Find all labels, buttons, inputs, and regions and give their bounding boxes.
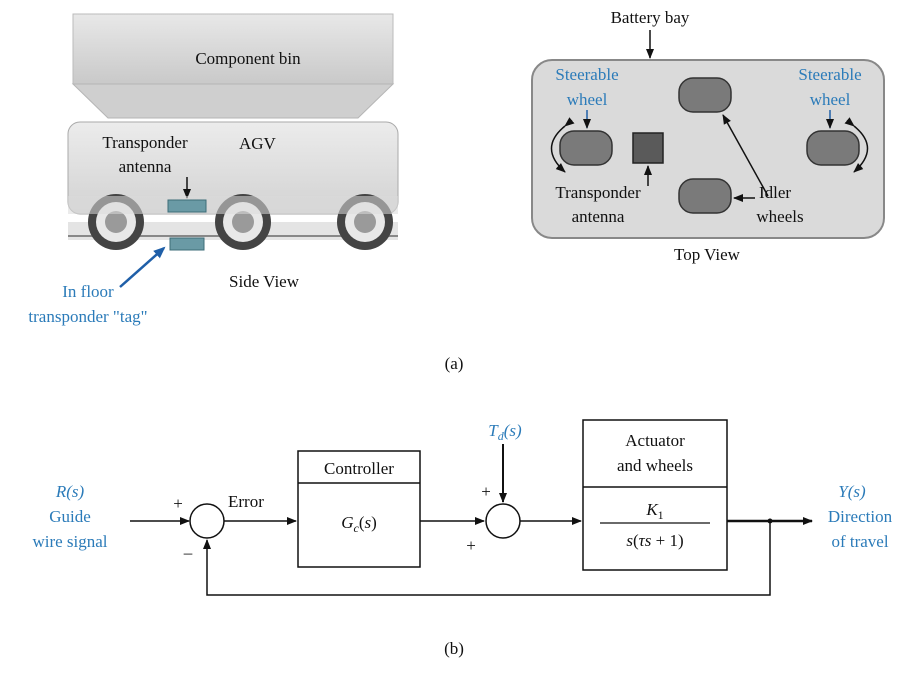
steerable-right-label-1: Steerable: [798, 65, 861, 84]
transponder-antenna-label-2: antenna: [119, 157, 172, 176]
plant-numerator: K1: [645, 500, 663, 522]
feedback-path: [203, 521, 771, 596]
sum2-top-sign: +: [481, 482, 491, 501]
input-label-3: wire signal: [32, 532, 107, 551]
steerable-left-label-2: wheel: [567, 90, 608, 109]
output-label-2: Direction: [828, 507, 893, 526]
battery-bay-label: Battery bay: [611, 8, 690, 27]
tag-arrow: [119, 246, 166, 288]
part-b-label: (b): [444, 639, 464, 658]
disturbance-label: Td(s): [488, 421, 522, 443]
top-transponder-label-1: Transponder: [555, 183, 641, 202]
top-view: Battery bay Steerable wheel Steerable wh…: [531, 8, 885, 264]
idler-arrow-top: [722, 114, 769, 197]
idler-wheel-top: [678, 77, 732, 113]
steerable-left-label-1: Steerable: [555, 65, 618, 84]
component-bin-label: Component bin: [195, 49, 301, 68]
plant-denominator: s(τs + 1): [626, 531, 683, 550]
body-cover-strip: [68, 196, 398, 214]
error-label: Error: [228, 492, 264, 511]
actuator-title-2: and wheels: [617, 456, 693, 475]
top-transponder-label-2: antenna: [572, 207, 625, 226]
sum1-minus-sign: –: [183, 543, 193, 562]
steerable-wheel-right: [806, 130, 860, 166]
transponder-antenna-square: [632, 132, 664, 164]
top-view-chassis: [531, 59, 885, 239]
part-a-label: (a): [445, 354, 464, 373]
tag-label-2: transponder "tag": [28, 307, 147, 326]
sum2-left-sign: +: [466, 536, 476, 555]
top-view-caption: Top View: [674, 245, 741, 264]
component-bin: [72, 13, 394, 85]
input-label-2: Guide: [49, 507, 91, 526]
side-view: Component bin Transponder antenna AGV In…: [28, 13, 399, 326]
summing-junction-2: [485, 503, 521, 539]
idler-wheel-bottom: [678, 178, 732, 214]
steerable-wheel-left: [559, 130, 613, 166]
steerable-right-label-2: wheel: [810, 90, 851, 109]
output-label-1: Y(s): [838, 482, 866, 501]
output-label-3: of travel: [831, 532, 888, 551]
bin-hopper: [71, 83, 395, 119]
antenna-chip-top: [167, 199, 207, 213]
sum1-plus-sign: +: [173, 494, 183, 513]
idler-label-1: Idler: [759, 183, 791, 202]
controller-title: Controller: [324, 459, 394, 478]
block-diagram: R(s) Guide wire signal + – Error Control…: [32, 419, 893, 596]
steer-arc-right: [844, 117, 869, 173]
actuator-block: [582, 419, 728, 571]
steer-arc-left: [550, 117, 575, 173]
input-label-1: R(s): [55, 482, 85, 501]
agv-label: AGV: [239, 134, 277, 153]
controller-transfer-function: Gc(s): [341, 513, 377, 535]
side-view-caption: Side View: [229, 272, 300, 291]
controller-block: [297, 450, 421, 568]
floor-tag: [169, 237, 205, 251]
idler-label-2: wheels: [756, 207, 803, 226]
summing-junction-1: [189, 503, 225, 539]
actuator-title-1: Actuator: [625, 431, 685, 450]
transponder-antenna-label-1: Transponder: [102, 133, 188, 152]
tag-label-1: In floor: [62, 282, 114, 301]
